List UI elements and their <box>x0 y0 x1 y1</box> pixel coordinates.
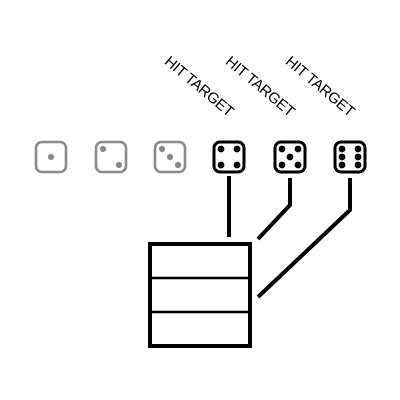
die-pip <box>166 153 174 161</box>
die-5 <box>273 140 307 174</box>
connector-die-6 <box>256 178 352 299</box>
die-pip <box>278 145 286 153</box>
connector-lines <box>227 176 352 299</box>
die-pip <box>294 145 302 153</box>
die-pip <box>338 153 346 161</box>
target-box <box>148 242 252 348</box>
die-pip <box>115 161 123 169</box>
die-pip <box>354 161 362 169</box>
die-pip <box>158 145 166 153</box>
die-pip <box>338 145 346 153</box>
die-pip <box>99 145 107 153</box>
die-pip <box>174 161 182 169</box>
die-4 <box>212 140 246 174</box>
die-pip <box>217 145 225 153</box>
die-pip <box>278 161 286 169</box>
die-pip <box>286 153 294 161</box>
die-pip <box>354 153 362 161</box>
connector-die-5 <box>256 178 292 241</box>
die-pip <box>338 161 346 169</box>
die-1 <box>34 140 68 174</box>
die-pip <box>354 145 362 153</box>
die-pip <box>233 161 241 169</box>
die-pip <box>294 161 302 169</box>
die-2 <box>94 140 128 174</box>
die-pip <box>233 145 241 153</box>
die-pip <box>47 153 55 161</box>
die-pip <box>217 161 225 169</box>
die-6 <box>333 140 367 174</box>
die-3 <box>153 140 187 174</box>
